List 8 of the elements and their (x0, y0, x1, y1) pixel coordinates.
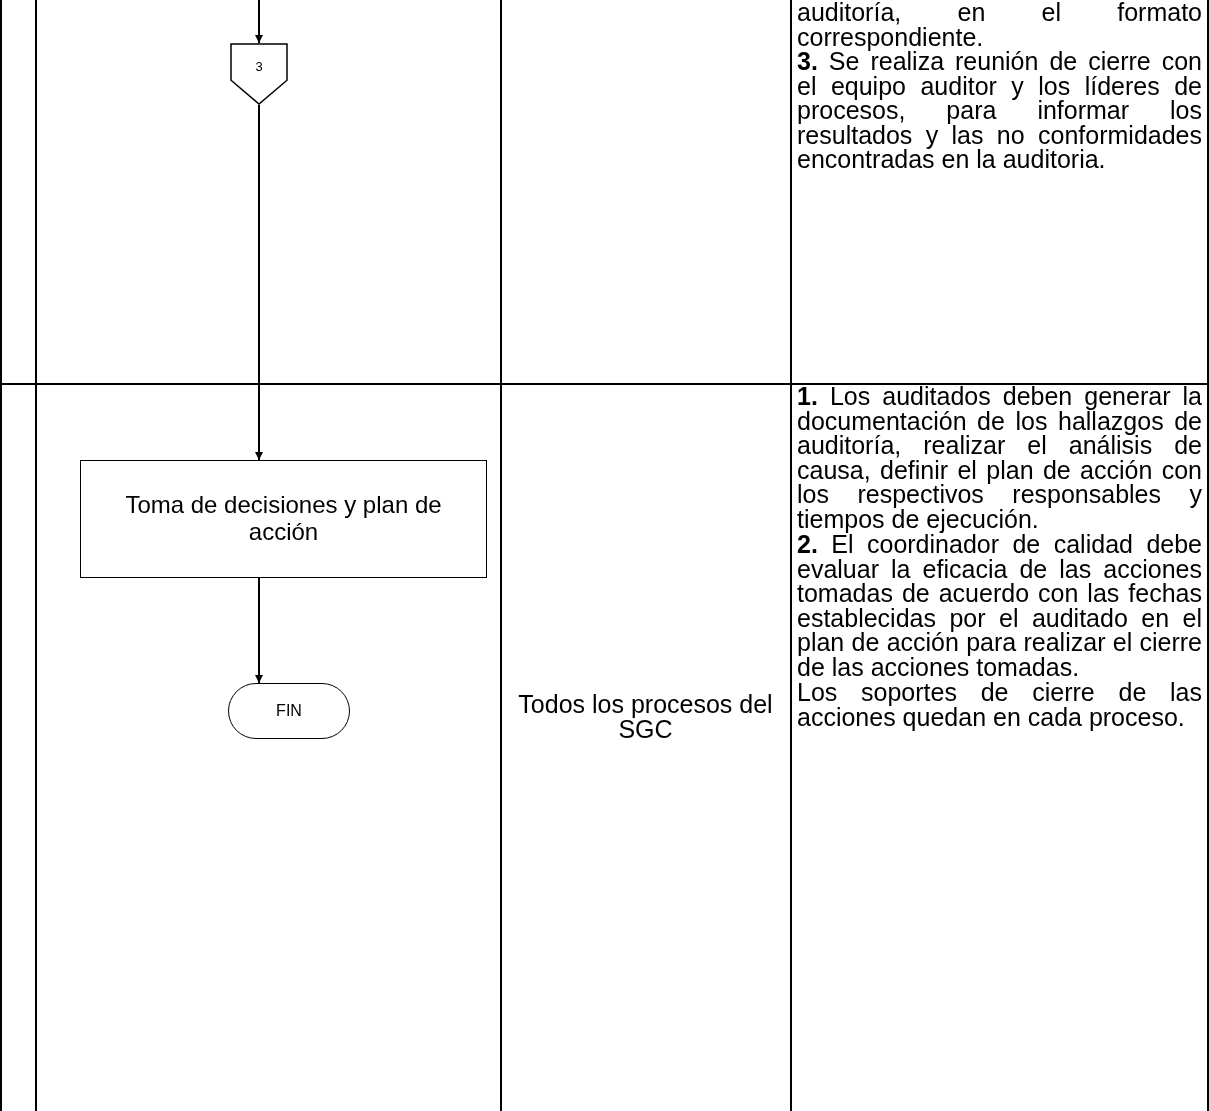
off-page-connector: 3 (230, 43, 288, 105)
arrow (255, 0, 263, 44)
description-text: Los soportes de cierre de las acciones quedan en cada proceso. (797, 680, 1202, 730)
process-box: Toma de decisiones y plan de acción (80, 460, 487, 578)
responsible-text: Todos los procesos del SGC (517, 692, 774, 742)
arrow (255, 104, 263, 461)
arrow (255, 577, 263, 684)
description-text: 2. El coordinador de calidad debe evaluar la eficacia de las acciones tomadas de acuerdo con las fechas establecidas por el auditado en el plan de acción para realizar el cierre de las acciones tomadas. (797, 532, 1202, 680)
